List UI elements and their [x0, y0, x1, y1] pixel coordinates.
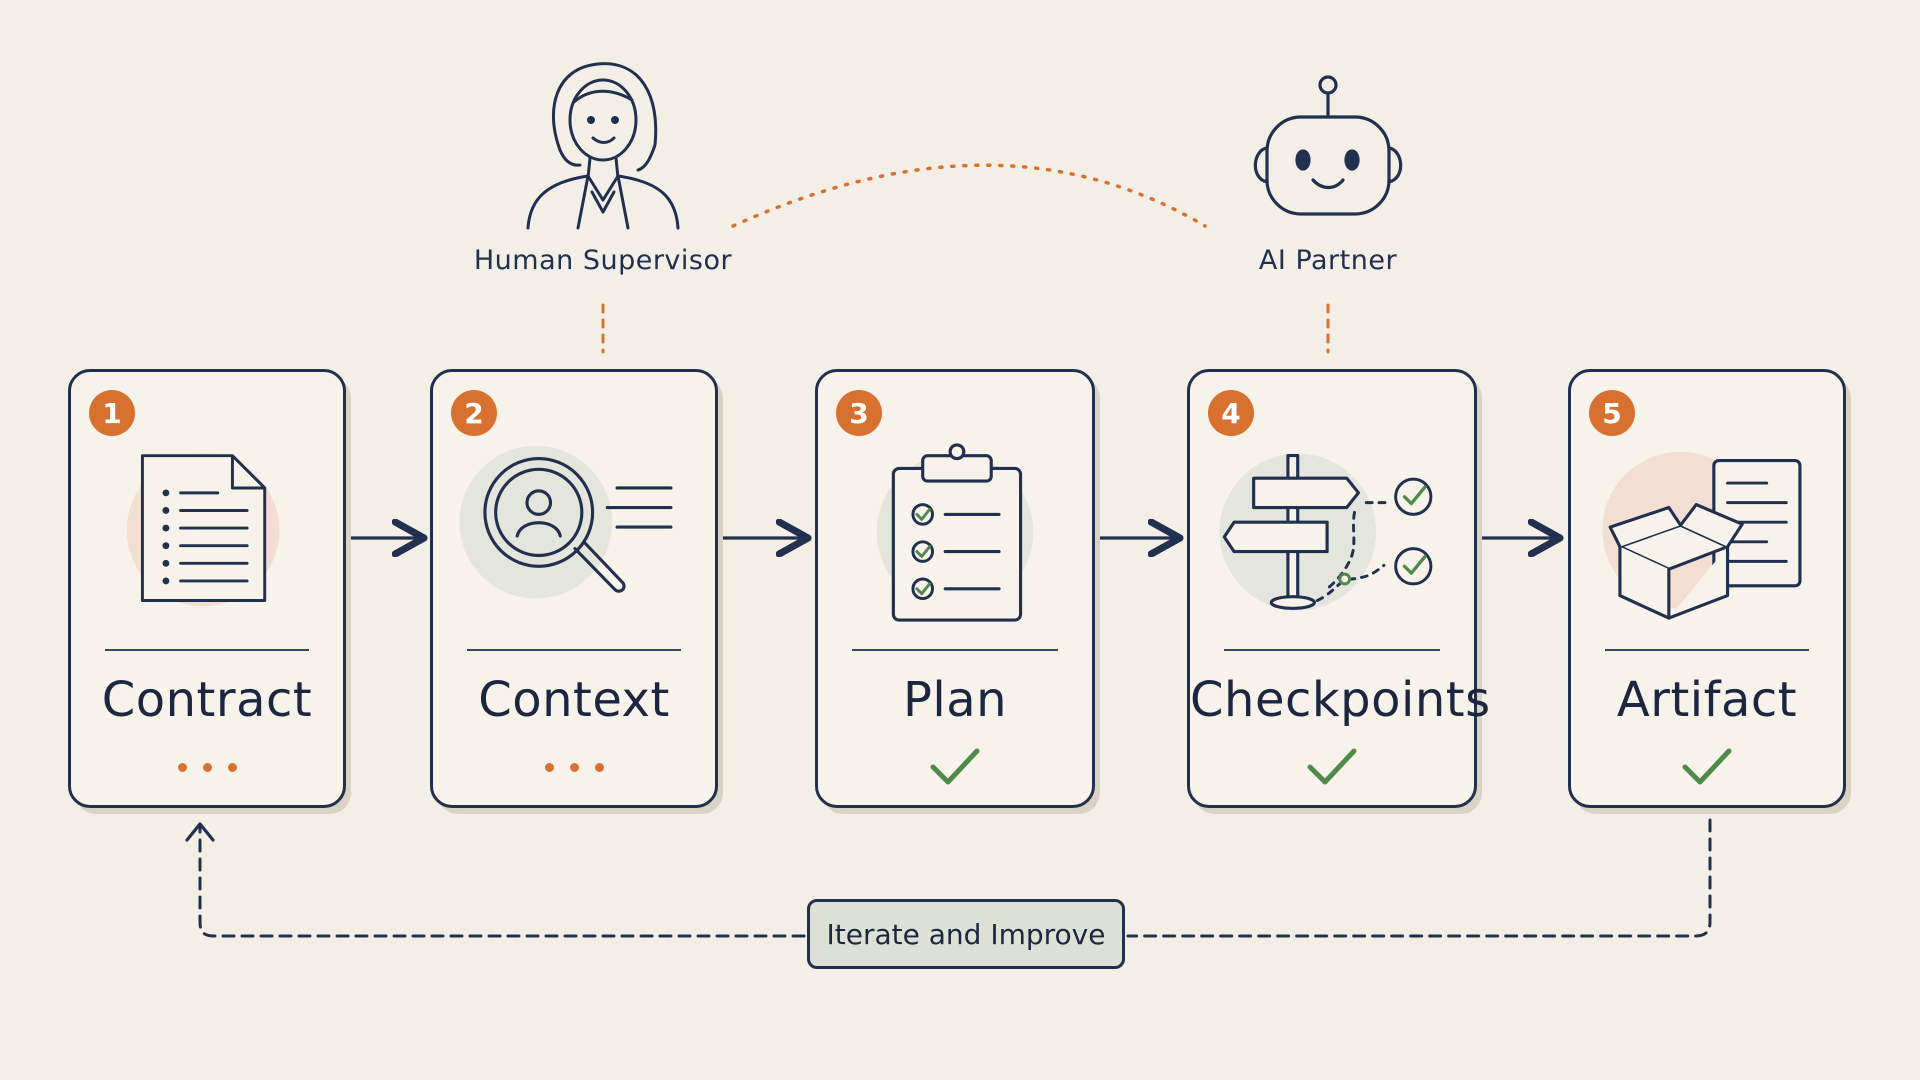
step-card-artifact[interactable]: 5 Artifact: [1568, 369, 1846, 808]
card-divider: [852, 649, 1058, 651]
step-title: Context: [478, 672, 670, 728]
ai-partner-label: AI Partner: [1258, 245, 1398, 276]
document-list-icon: [126, 453, 280, 607]
status-check-icon: [818, 742, 1092, 792]
step-title: Checkpoints: [1190, 672, 1491, 728]
status-check-icon: [1190, 742, 1474, 792]
step-number-badge: 1: [89, 390, 135, 436]
human-supervisor-icon: [526, 62, 680, 230]
card-divider: [1224, 649, 1440, 651]
step-number-badge: 3: [836, 390, 882, 436]
step-title: Artifact: [1616, 672, 1798, 728]
status-pending-dots: [71, 742, 343, 792]
robot-icon: [1253, 75, 1403, 216]
card-divider: [467, 649, 681, 651]
iterate-and-improve-label: Iterate and Improve: [807, 899, 1125, 969]
step-number-badge: 4: [1208, 390, 1254, 436]
status-check-icon: [1571, 742, 1843, 792]
step-card-contract[interactable]: 1 Contract: [68, 369, 346, 808]
card-divider: [1605, 649, 1809, 651]
signpost-icon: [1219, 453, 1433, 611]
step-card-plan[interactable]: 3 Plan: [815, 369, 1095, 808]
status-pending-dots: [433, 742, 715, 792]
step-title: Contract: [101, 672, 313, 728]
human-supervisor-label: Human Supervisor: [473, 245, 733, 276]
box-document-icon: [1602, 451, 1802, 620]
clipboard-checklist-icon: [876, 443, 1034, 622]
step-card-checkpoints[interactable]: 4 Checkpoint: [1187, 369, 1491, 808]
step-card-context[interactable]: 2 Context: [430, 369, 718, 808]
step-number-badge: 2: [451, 390, 497, 436]
step-number-badge: 5: [1589, 390, 1635, 436]
magnifier-person-icon: [459, 445, 673, 599]
step-title: Plan: [902, 672, 1008, 728]
card-divider: [105, 649, 309, 651]
